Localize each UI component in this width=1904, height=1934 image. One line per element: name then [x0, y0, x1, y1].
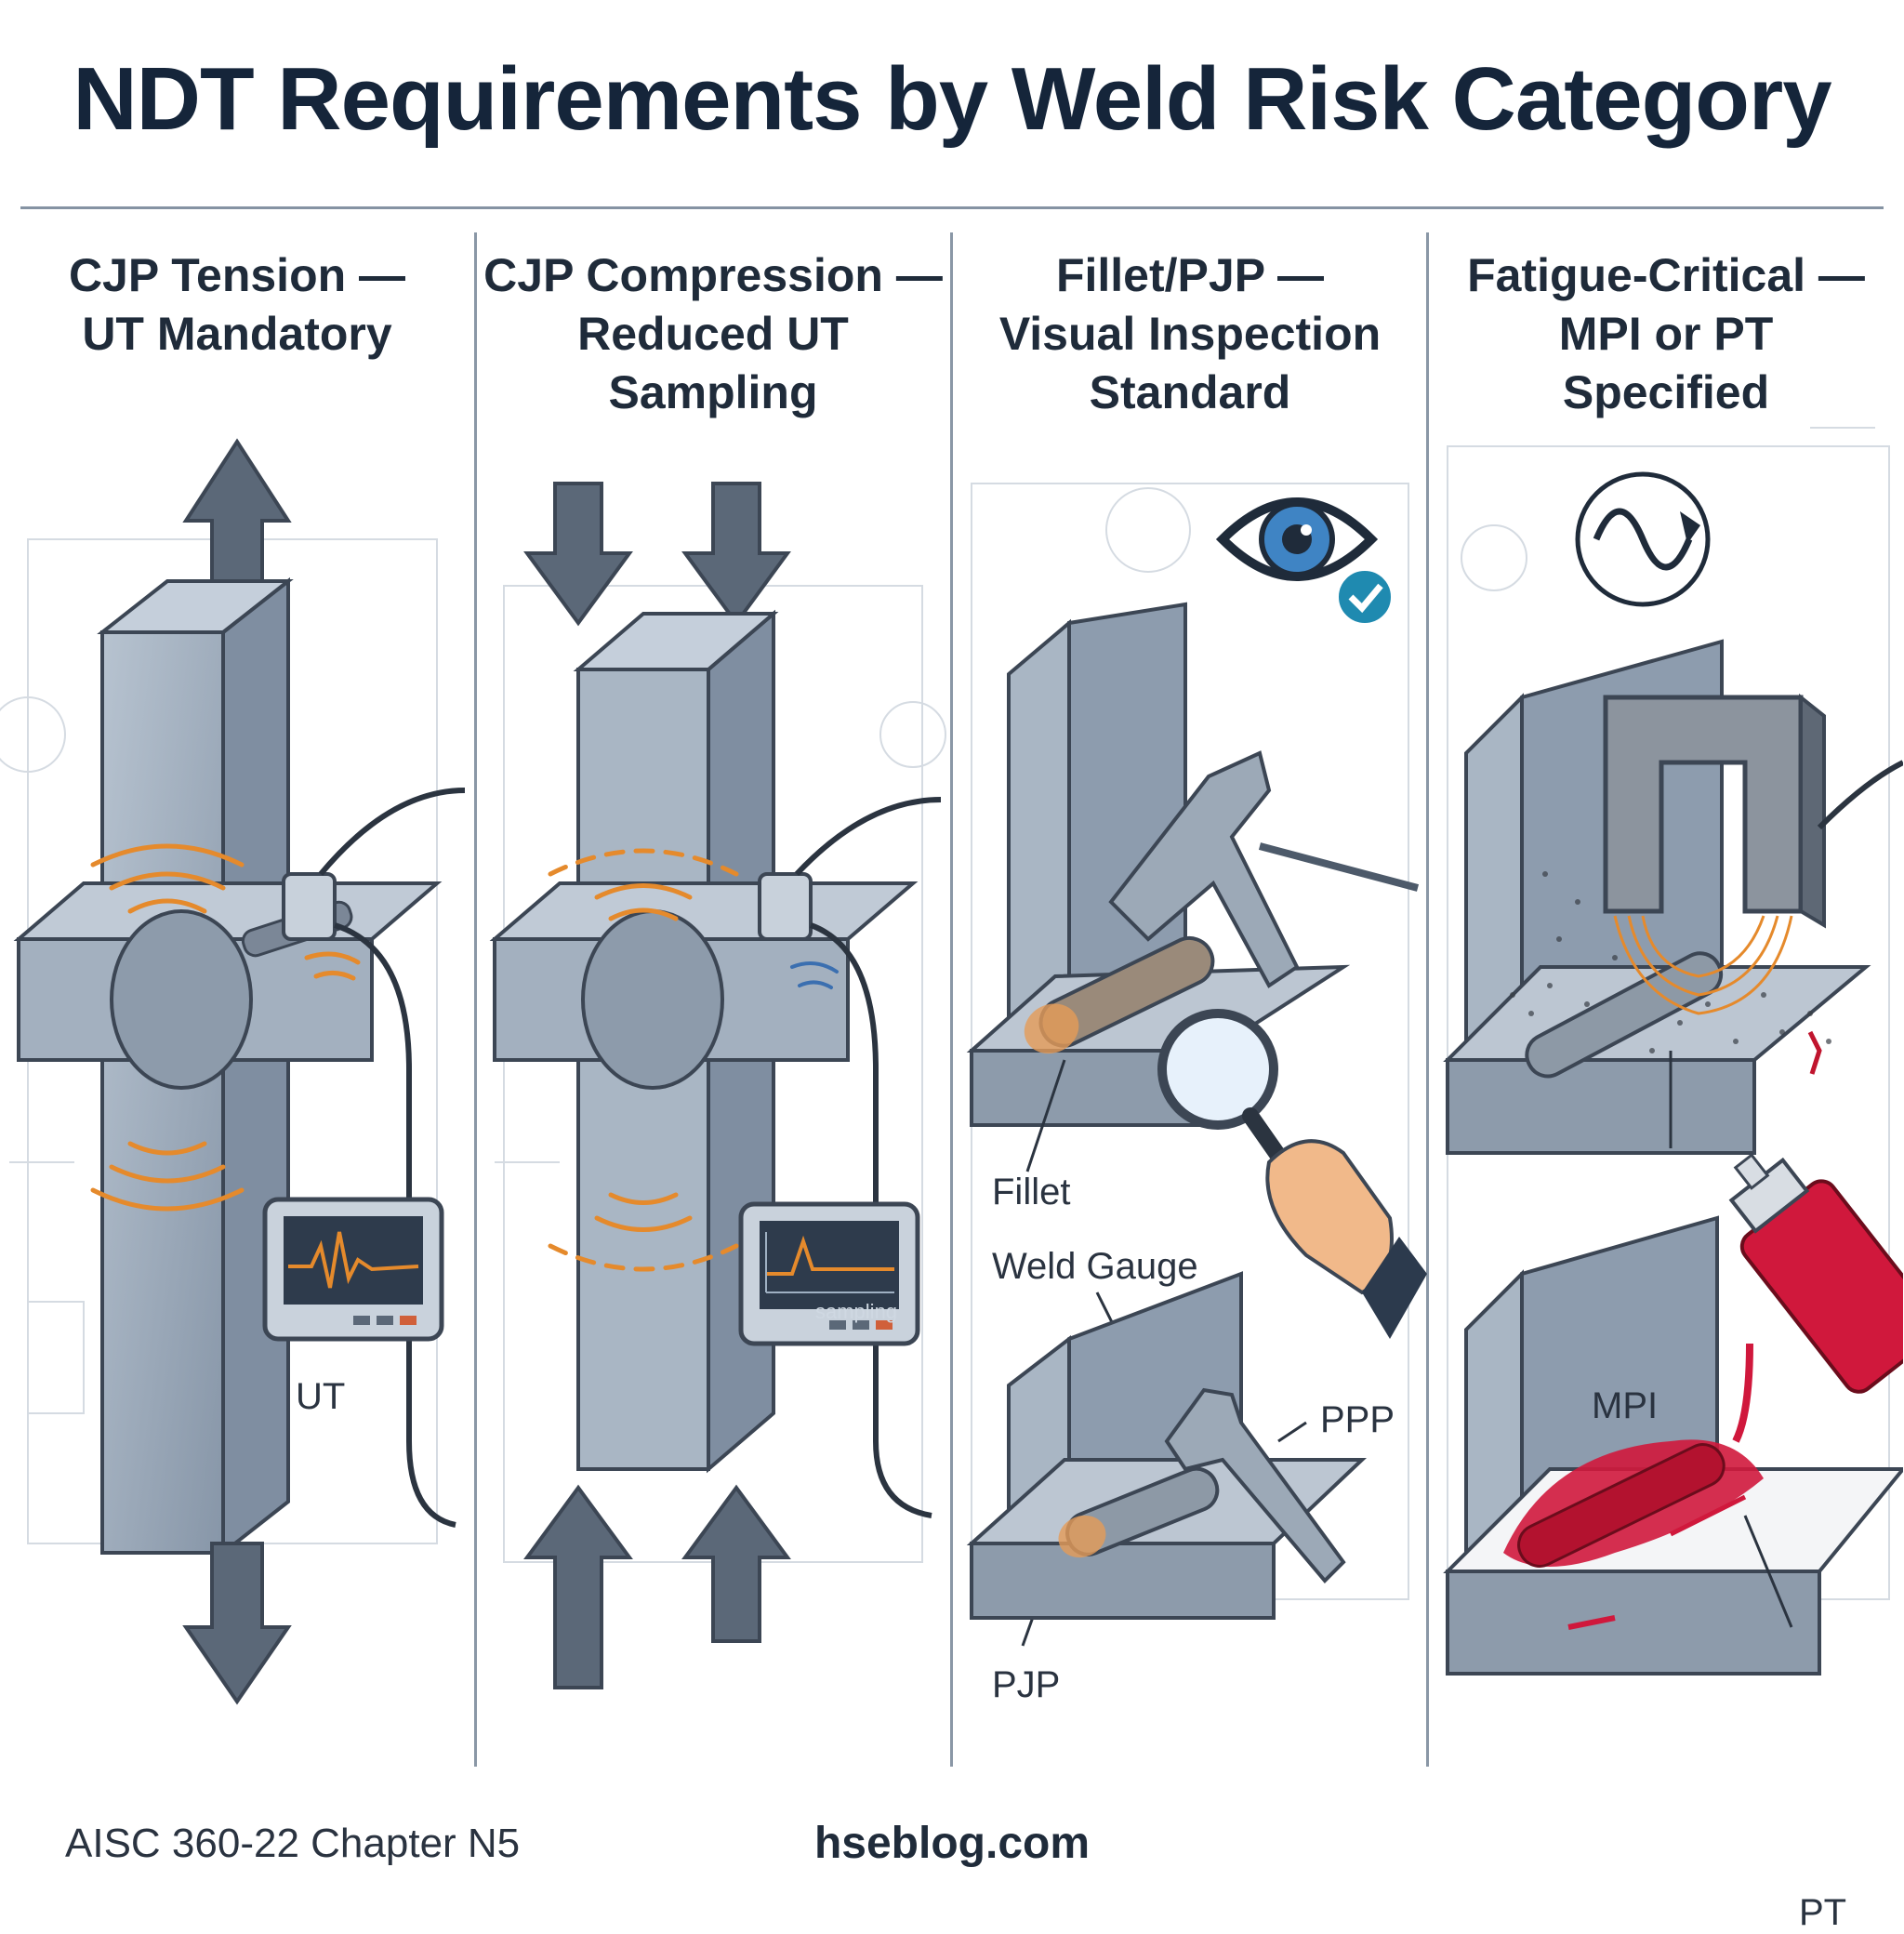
heading-line: Visual Inspection	[998, 308, 1382, 360]
ut-probe	[282, 872, 337, 941]
pjp-weld	[1058, 1466, 1220, 1558]
heading-line: UT Mandatory	[82, 308, 392, 360]
footer-site[interactable]: hseblog.com	[813, 1819, 1091, 1868]
flux-lines	[1613, 915, 1793, 1015]
heading-line: Standard	[1089, 366, 1291, 418]
eye-check-icon	[1215, 497, 1395, 627]
heading-line: Fatigue-Critical —	[1467, 249, 1865, 301]
panel-divider	[1426, 232, 1429, 1767]
heading-line: CJP Compression —	[483, 249, 943, 301]
panel-divider	[474, 232, 477, 1767]
inspector-hand	[1265, 1139, 1394, 1295]
pjp-label: PJP	[992, 1664, 1061, 1705]
vertical-plate	[100, 630, 225, 1555]
weld-gauge-tool	[1164, 1387, 1346, 1583]
compression-bottom-arrow	[523, 1484, 633, 1689]
panel-heading: CJP Compression — Reduced UT Sampling	[476, 246, 950, 422]
panel-cjp-compression: CJP Compression — Reduced UT Sampling	[476, 232, 950, 1776]
tension-down-arrow	[182, 1542, 292, 1705]
crack-indication	[1807, 1030, 1822, 1075]
heading-line: Fillet/PJP —	[1055, 249, 1325, 301]
compression-top-arrow	[681, 482, 791, 627]
cyclic-load-icon	[1575, 471, 1711, 607]
base-plate	[970, 1542, 1276, 1620]
dye-stream	[1732, 1343, 1753, 1443]
footer-reference: AISC 360-22 Chapter N5	[65, 1821, 521, 1866]
weld-gauge-tool	[1108, 750, 1300, 988]
signal-trace	[288, 1231, 419, 1289]
ultrasonic-waves	[90, 843, 361, 1212]
magnifier-icon	[1157, 1009, 1278, 1130]
heading-line: CJP Tension —	[68, 249, 406, 301]
page-title: NDT Requirements by Weld Risk Category	[73, 49, 1831, 149]
tension-illustration	[0, 438, 466, 1705]
heading-line: Reduced UT	[577, 308, 849, 360]
sampling-label: sampling	[815, 1300, 898, 1323]
ut-probe	[758, 872, 813, 941]
compression-bottom-arrow	[681, 1484, 791, 1643]
weld-gauge-label: Weld Gauge	[992, 1246, 1198, 1287]
heading-line: Sampling	[608, 366, 818, 418]
fatigue-illustration	[1443, 427, 1903, 1676]
panel-fatigue-critical: Fatigue-Critical — MPI or PT Specified	[1429, 232, 1903, 1933]
pt-label: PT	[1799, 1892, 1847, 1933]
compression-illustration	[489, 482, 946, 1689]
ultrasonic-waves	[548, 848, 739, 1272]
ut-label: UT	[296, 1376, 346, 1417]
panel-heading: Fatigue-Critical — MPI or PT Specified	[1429, 246, 1903, 422]
title-divider	[20, 206, 1884, 209]
cjp-weld	[581, 909, 724, 1090]
compression-top-arrow	[523, 482, 633, 627]
base-plate	[1446, 1058, 1756, 1155]
probe-cable	[318, 788, 466, 876]
signal-trace	[766, 1235, 894, 1276]
panel-fillet-pjp: Fillet/PJP — Visual Inspection Standard	[953, 232, 1427, 1776]
ppp-label: PPP	[1320, 1399, 1395, 1440]
fillet-weld	[1024, 935, 1215, 1054]
heading-line: Specified	[1562, 366, 1770, 418]
probe-cable	[794, 797, 942, 877]
penetrant-can	[1728, 1153, 1903, 1394]
heading-line: MPI or PT	[1558, 308, 1774, 360]
fillet-illustration	[966, 483, 1427, 1647]
panel-divider	[950, 232, 953, 1767]
panel-heading: Fillet/PJP — Visual Inspection Standard	[953, 246, 1427, 422]
mpi-label: MPI	[1592, 1385, 1659, 1426]
fillet-label: Fillet	[992, 1172, 1071, 1212]
cjp-weld	[110, 909, 253, 1090]
panel-heading: CJP Tension — UT Mandatory	[0, 246, 474, 364]
panel-cjp-tension: CJP Tension — UT Mandatory	[0, 232, 474, 1776]
base-plate	[1446, 1570, 1821, 1676]
